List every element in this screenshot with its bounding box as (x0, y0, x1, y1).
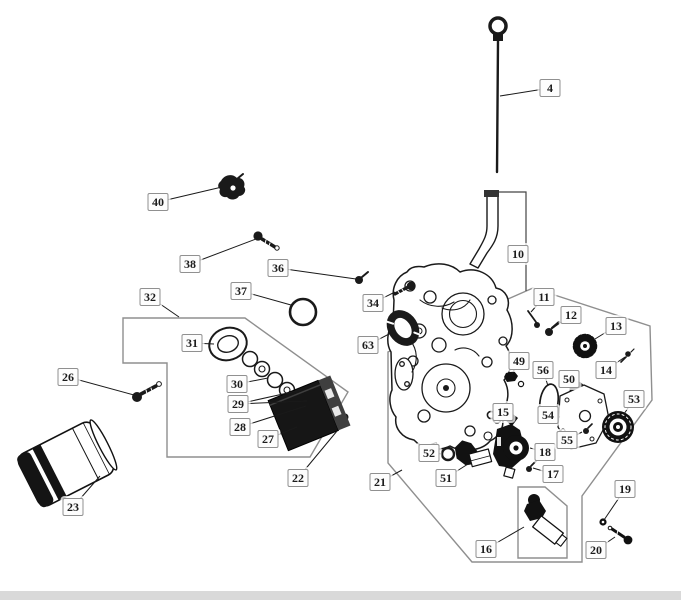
callout-56: 56 (532, 361, 554, 379)
callout-53: 53 (623, 390, 645, 408)
callout-34: 34 (362, 294, 384, 312)
bolt-26-part (132, 381, 162, 402)
leader-line-28 (239, 405, 307, 428)
screw-11-part (527, 310, 540, 328)
screw-14-part (620, 348, 635, 363)
leader-line-29b (237, 400, 308, 405)
callout-23: 23 (62, 498, 84, 516)
callout-22: 22 (287, 469, 309, 487)
leader-line-36 (277, 267, 357, 280)
clamp-31-part (208, 326, 248, 362)
pin-49-part (504, 371, 525, 388)
oil-seal-part (385, 310, 421, 346)
callout-54: 54 (537, 406, 559, 424)
callout-16: 16 (475, 540, 497, 558)
callout-4: 4 (539, 79, 561, 97)
callout-49: 49 (508, 352, 530, 370)
fitting-40-part (218, 173, 246, 200)
callout-63: 63 (357, 336, 379, 354)
governor-gear-part (572, 333, 598, 359)
callout-21: 21 (369, 473, 391, 491)
callout-31: 31 (181, 334, 203, 352)
callout-55: 55 (556, 431, 578, 449)
callout-30: 30 (226, 375, 248, 393)
screw-55-part (583, 423, 593, 434)
o-ring-37-part (288, 297, 318, 327)
callout-12: 12 (560, 306, 582, 324)
bolt-38-part (253, 231, 280, 251)
callout-13: 13 (605, 317, 627, 335)
group-outlines (122, 191, 653, 563)
callout-17: 17 (542, 465, 564, 483)
screw-12-part (545, 320, 561, 336)
callout-51: 51 (435, 469, 457, 487)
callout-15: 15 (492, 403, 514, 421)
callout-52: 52 (418, 444, 440, 462)
oil-filter-part (17, 419, 118, 508)
bolt-20-part (607, 525, 633, 545)
callout-32: 32 (139, 288, 161, 306)
oil-pickup-part (454, 440, 493, 468)
screw-17-part (526, 460, 537, 472)
leader-line-26 (67, 376, 135, 396)
callout-14: 14 (595, 361, 617, 379)
callout-37: 37 (230, 282, 252, 300)
oil-cooler-part (267, 375, 351, 452)
callout-27: 27 (257, 430, 279, 448)
solenoid-box-outline (517, 486, 568, 559)
callout-26: 26 (57, 368, 79, 386)
nut-19-part (599, 518, 607, 526)
callout-36: 36 (267, 259, 289, 277)
callout-11: 11 (533, 288, 555, 306)
bolt-34-part (393, 281, 416, 296)
leader-line-38 (189, 238, 257, 265)
callout-20: 20 (585, 541, 607, 559)
leader-line-40 (157, 186, 223, 203)
callout-18: 18 (534, 443, 556, 461)
callout-38: 38 (179, 255, 201, 273)
oil-cooler-group-outline (122, 317, 349, 458)
leader-line-29 (237, 389, 302, 405)
screw-36-part (355, 271, 369, 284)
oil-solenoid-part (524, 494, 568, 547)
callout-28: 28 (229, 418, 251, 436)
cover-group-outline (387, 287, 653, 563)
bottom-border-bar (0, 591, 681, 600)
callout-10: 10 (507, 245, 529, 263)
callout-40: 40 (147, 193, 169, 211)
pulley-53-part (602, 411, 634, 443)
callout-50: 50 (558, 370, 580, 388)
callout-19: 19 (614, 480, 636, 498)
oil-pump-part (483, 414, 529, 479)
callout-29: 29 (227, 395, 249, 413)
dipstick-part (488, 16, 508, 174)
